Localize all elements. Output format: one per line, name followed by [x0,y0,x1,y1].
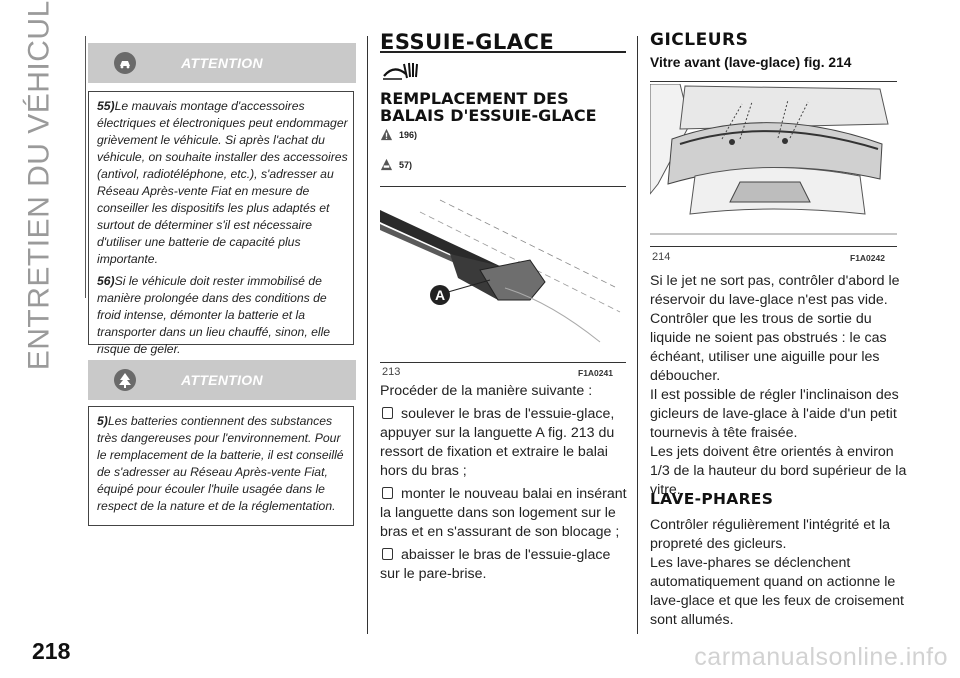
figure-callout-label: A [435,287,445,303]
car-warning-icon [114,52,136,74]
procedure-step-text: soulever le bras de l'essuie-glace, appu… [380,406,615,479]
warning-item-text: Si le véhicule doit rester immobilisé de… [97,274,331,356]
reference-number: 196) [399,129,418,140]
warning-1-title: ATTENTION [181,55,263,71]
warning-2-body: 5)Les batteries contiennent des substanc… [88,406,354,526]
warning-1-header: ATTENTION [88,43,356,83]
environment-tree-icon [114,369,136,391]
paragraph: Contrôler régulièrement l'intégrité et l… [650,517,891,552]
section-heading-lave-phares: LAVE-PHARES [650,490,774,508]
procedure-step-text: abaisser le bras de l'essuie-glace sur l… [380,547,611,582]
procedure-step-text: monter le nouveau balai en insérant la l… [380,486,627,540]
page-number: 218 [32,638,71,664]
figure-number: 213 [382,366,401,378]
procedure-step: abaisser le bras de l'essuie-glace sur l… [380,546,632,584]
wiper-icon [380,60,426,87]
column-rule-2 [637,36,638,634]
reference-number: 57) [399,159,413,170]
warning-item: 55)Le mauvais montage d'accessoires élec… [97,98,353,268]
figure-number-right: 214 [652,251,671,263]
paragraph: Les jets doivent être orientés à environ… [650,444,907,498]
subsection-heading: REMPLACEMENT DES BALAIS D'ESSUIE-GLACE [380,90,630,124]
warning-item-number: 56) [97,274,115,288]
figure-214 [649,83,897,242]
warning-item: 5)Les batteries contiennent des substanc… [97,413,353,515]
figure-bottom-rule-right [650,246,897,247]
paragraph: Si le jet ne sort pas, contrôler d'abord… [650,273,900,384]
figure-213: A [380,192,626,362]
figure-code: F1A0241 [578,368,613,378]
section-heading: ESSUIE-GLACE [380,30,555,54]
column-rule-1 [367,36,368,634]
reference-note: 196) [380,128,417,141]
heading-rule [380,51,626,53]
checkbox-icon [382,487,393,499]
warning-triangle-icon [380,128,393,141]
procedure-intro: Procéder de la manière suivante : [380,383,593,399]
figure-code-right: F1A0242 [850,253,885,263]
subsection-heading-right: Vitre avant (lave-glace) fig. 214 [650,55,852,70]
section-heading-right: GICLEURS [650,30,749,50]
subheading-line-2: BALAIS D'ESSUIE-GLACE [380,106,597,125]
warning-2-header: ATTENTION [88,360,356,400]
paragraph: Il est possible de régler l'inclinaison … [650,387,899,441]
warning-car-icon [380,158,393,171]
section-side-title: ENTRETIEN DU VÉHICULE [18,0,60,370]
warning-item-number: 55) [97,99,115,113]
figure-top-rule-right [650,81,897,82]
warning-item-number: 5) [97,414,108,428]
watermark: carmanualsonline.info [694,643,948,671]
side-title-text: ENTRETIEN DU VÉHICULE [22,0,55,371]
gicleurs-text: Si le jet ne sort pas, contrôler d'abord… [650,272,908,500]
figure-top-rule [380,186,626,187]
procedure-step: soulever le bras de l'essuie-glace, appu… [380,405,632,481]
figure-bottom-rule [380,362,626,363]
warning-item: 56)Si le véhicule doit rester immobilisé… [97,273,353,358]
paragraph: Les lave-phares se déclenchent automatiq… [650,555,904,628]
warning-2-title: ATTENTION [181,372,263,388]
reference-note: 57) [380,158,412,171]
warning-item-text: Les batteries contiennent des substances… [97,414,344,513]
subheading-line-1: REMPLACEMENT DES [380,89,569,108]
checkbox-icon [382,548,393,560]
warning-item-text: Le mauvais montage d'accessoires électri… [97,99,348,266]
checkbox-icon [382,407,393,419]
procedure-step: monter le nouveau balai en insérant la l… [380,485,632,542]
side-title-rule [85,36,86,298]
procedure-text: Procéder de la manière suivante : soulev… [380,382,632,588]
warning-1-body: 55)Le mauvais montage d'accessoires élec… [88,91,354,356]
lave-phares-text: Contrôler régulièrement l'intégrité et l… [650,516,908,630]
